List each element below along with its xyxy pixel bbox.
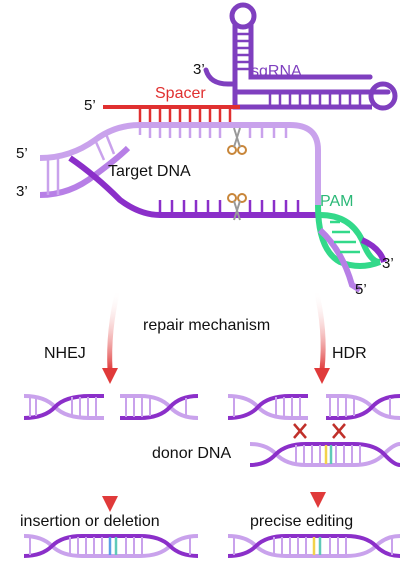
spacer-label: Spacer xyxy=(155,85,206,102)
sgrna-right-loop xyxy=(368,81,398,111)
dna-bottom-dark-left xyxy=(68,155,161,218)
target-dna xyxy=(39,122,321,218)
dna-top-strand xyxy=(140,122,321,205)
spacer-5prime-label: 5’ xyxy=(84,97,96,114)
sgrna-3prime-label: 3’ xyxy=(193,61,205,78)
nhej-label: NHEJ xyxy=(44,345,86,362)
sgrna-top-loop xyxy=(229,2,257,30)
scissors-icon xyxy=(227,127,247,155)
dna-top-left-light xyxy=(39,122,141,161)
hdr-result-dna xyxy=(227,534,401,558)
pam-region xyxy=(315,204,387,293)
precise-editing-label: precise editing xyxy=(250,513,354,530)
arrow-down-icon-hdr-result xyxy=(310,472,326,508)
pam-3prime-label: 3’ xyxy=(382,255,394,272)
target-dna-label: Target DNA xyxy=(108,163,191,180)
sgrna-stem-rungs xyxy=(235,32,251,71)
arrow-down-icon-right xyxy=(313,289,330,384)
insertion-or-deletion-label: insertion or deletion xyxy=(20,513,160,530)
cross-mark-icon xyxy=(293,423,346,439)
nhej-result-dna xyxy=(23,534,199,558)
sgrna-left-strand xyxy=(232,22,391,95)
nhej-broken-dna xyxy=(23,394,199,420)
pam-label: PAM xyxy=(320,193,354,210)
arrow-down-icon-nhej-result xyxy=(102,435,118,512)
donor-dna-label: donor DNA xyxy=(152,445,232,462)
sgrna-right-strand xyxy=(248,22,373,80)
sgrna-3prime-tail xyxy=(203,67,238,87)
scissors-icon-lower xyxy=(227,193,247,221)
dna-bottom-3prime-label: 3’ xyxy=(16,183,28,200)
sgrna-horizontal-rungs xyxy=(268,92,362,107)
hdr-label: HDR xyxy=(332,345,367,362)
arrow-down-icon xyxy=(102,289,121,384)
repair-mechanism-label: repair mechanism xyxy=(143,317,271,334)
spacer-rungs xyxy=(138,107,232,124)
dna-top-5prime-label: 5’ xyxy=(16,145,28,162)
pam-5prime-label: 5’ xyxy=(355,281,367,298)
sgrna-label: sgRNA xyxy=(251,63,302,80)
donor-dna xyxy=(249,442,401,467)
hdr-broken-dna xyxy=(227,394,401,420)
